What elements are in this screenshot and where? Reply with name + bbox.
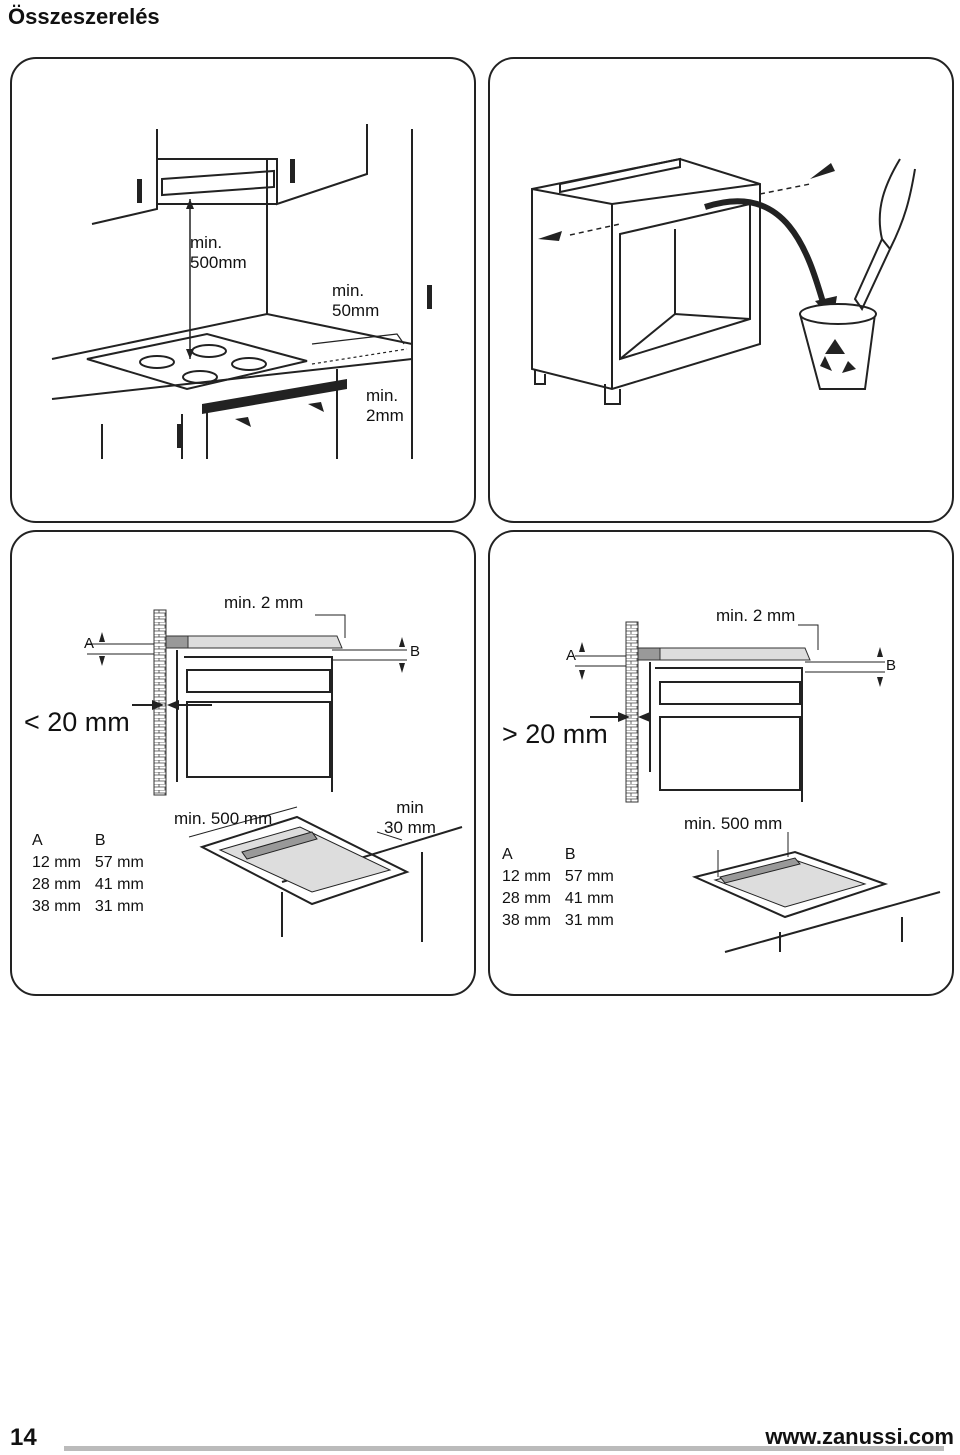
table-header-b: B bbox=[564, 846, 576, 863]
table-cell: 12 mm bbox=[32, 854, 81, 871]
lt20-min500-label: min. 500 mm bbox=[174, 809, 273, 828]
table-cell: 28 mm bbox=[502, 890, 551, 907]
table-cell: 31 mm bbox=[94, 898, 144, 915]
remove-rail-illustration bbox=[531, 157, 916, 405]
table-cell: 57 mm bbox=[564, 868, 614, 885]
lt20-b-label: B bbox=[410, 643, 421, 660]
table-cell: 38 mm bbox=[502, 912, 551, 929]
lt20-distance-label: < 20 mm bbox=[24, 707, 130, 737]
gt20-min500-label: min. 500 mm bbox=[684, 814, 783, 833]
gt20-dimension-table: A B 12 mm 57 mm 28 mm 41 mm 38 mm 31 mm bbox=[502, 844, 628, 932]
table-cell: 38 mm bbox=[32, 898, 81, 915]
panel-clearance: min. 500mm min. 50mm min. 2mm bbox=[10, 57, 476, 523]
table-row: 12 mm 57 mm bbox=[502, 866, 628, 888]
table-cell: 31 mm bbox=[564, 912, 614, 929]
clearance-hood-label: min. 500mm bbox=[190, 233, 247, 272]
gt20-distance-label: > 20 mm bbox=[502, 719, 608, 749]
table-row: 28 mm 41 mm bbox=[32, 874, 158, 896]
footer-url: www.zanussi.com bbox=[765, 1424, 954, 1449]
lt20-illustration bbox=[87, 609, 463, 942]
lt20-min30-label: min 30 mm bbox=[384, 798, 436, 837]
clearance-gap-label: min. 2mm bbox=[366, 386, 404, 425]
gt20-illustration bbox=[575, 621, 941, 953]
table-cell: 57 mm bbox=[94, 854, 144, 871]
clearance-wall-label: min. 50mm bbox=[332, 281, 380, 320]
gt20-min2-label: min. 2 mm bbox=[716, 606, 796, 625]
table-cell: 41 mm bbox=[94, 876, 144, 893]
panel-gt20: min. 2 mm A B > 20 mm min. 500 mm A B 12 … bbox=[488, 530, 954, 996]
page-title: Összeszerelés bbox=[8, 4, 160, 29]
lt20-dimension-table: A B 12 mm 57 mm 28 mm 41 mm 38 mm 31 mm bbox=[32, 830, 158, 918]
table-cell: 12 mm bbox=[502, 868, 551, 885]
lt20-min2-label: min. 2 mm bbox=[224, 593, 304, 612]
panel-lt20: min. 2 mm A B < 20 mm min. 500 mm min 30… bbox=[10, 530, 476, 996]
page-number: 14 bbox=[10, 1424, 37, 1451]
table-header-b: B bbox=[94, 832, 106, 849]
gt20-a-label: A bbox=[566, 647, 577, 664]
table-header-a: A bbox=[502, 846, 513, 863]
table-row: 38 mm 31 mm bbox=[502, 910, 628, 932]
table-header-a: A bbox=[32, 832, 43, 849]
table-row: 28 mm 41 mm bbox=[502, 888, 628, 910]
clearance-illustration bbox=[51, 124, 432, 459]
table-row: 38 mm 31 mm bbox=[32, 896, 158, 918]
panel-remove-rail bbox=[488, 57, 954, 523]
footer-divider bbox=[64, 1446, 944, 1451]
lt20-a-label: A bbox=[84, 635, 95, 652]
gt20-b-label: B bbox=[886, 657, 897, 674]
table-cell: 28 mm bbox=[32, 876, 81, 893]
table-row: 12 mm 57 mm bbox=[32, 852, 158, 874]
table-cell: 41 mm bbox=[564, 890, 614, 907]
